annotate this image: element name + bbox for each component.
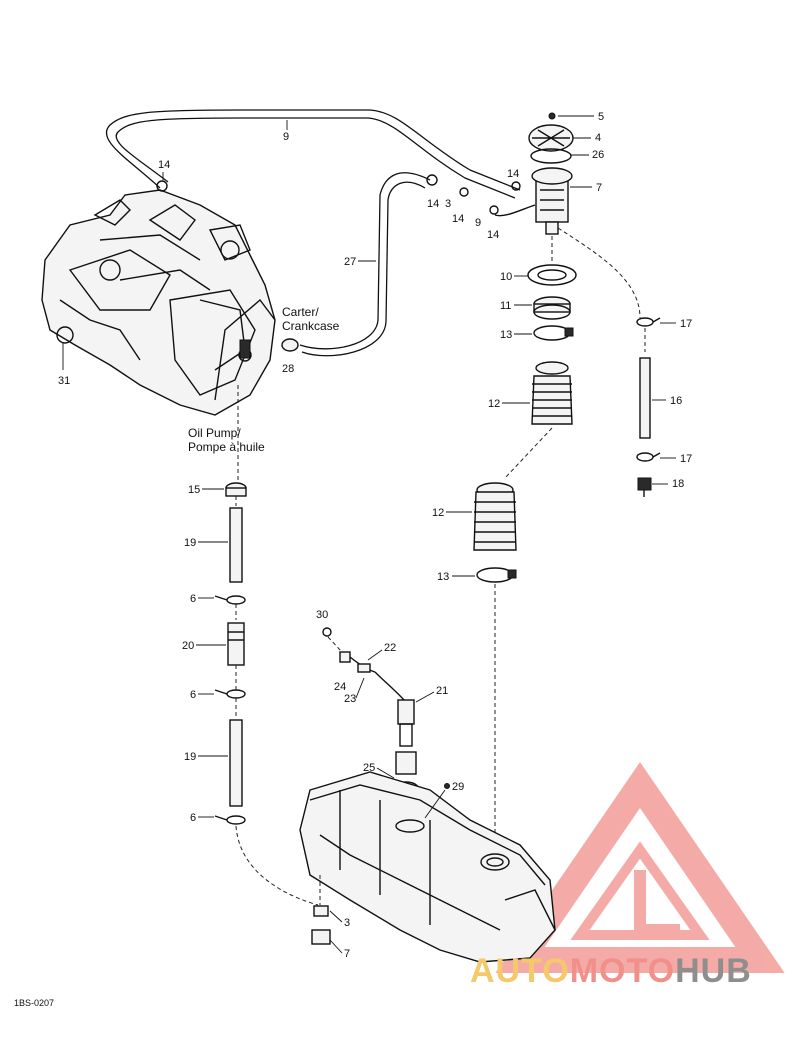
watermark-auto: AUTO [470, 952, 570, 990]
callout-3b: 3 [344, 917, 350, 929]
label-carter: Carter/ [282, 305, 319, 319]
level-sensor-assembly [322, 627, 419, 795]
watermark-logo [495, 762, 785, 973]
callout-14a: 14 [158, 159, 170, 171]
clamp-13-top [533, 325, 574, 341]
tank-outlet-fitting [311, 905, 331, 945]
callout-16: 16 [670, 395, 682, 407]
callout-26: 26 [592, 149, 604, 161]
vent-assembly [636, 317, 661, 497]
callout-11: 11 [500, 300, 511, 312]
callout-6c: 6 [190, 812, 196, 824]
callout-29: 29 [452, 781, 464, 793]
callout-19b: 19 [184, 751, 196, 763]
watermark-text: AUTOMOTOHUB [470, 952, 752, 991]
callout-23: 23 [344, 693, 356, 705]
callout-22: 22 [384, 642, 396, 654]
callout-31: 31 [58, 375, 70, 387]
callout-5a: 5 [598, 111, 604, 123]
watermark-moto: MOTO [569, 952, 676, 990]
callout-12b: 12 [432, 507, 444, 519]
clamp-13-bottom [476, 567, 517, 583]
callout-6b: 6 [190, 689, 196, 701]
oil-tank [299, 771, 556, 963]
callout-6a: 6 [190, 593, 196, 605]
callout-30: 30 [316, 609, 328, 621]
callout-13a: 13 [500, 329, 512, 341]
callout-12a: 12 [488, 398, 500, 410]
callout-24: 24 [334, 681, 346, 693]
label-crankcase: Crankcase [282, 319, 340, 333]
figure-code: 1BS-0207 [14, 998, 54, 1008]
clamp-14-left [156, 180, 168, 192]
callout-4: 4 [595, 132, 601, 144]
callout-9: 9 [283, 131, 289, 143]
callout-14c: 14 [452, 213, 464, 225]
callout-17a: 17 [680, 318, 692, 330]
callout-21: 21 [436, 685, 448, 697]
callout-13b: 13 [437, 571, 449, 583]
callout-14d: 14 [487, 229, 499, 241]
hose-9 [105, 109, 521, 191]
callout-10: 10 [500, 271, 512, 283]
callout-17b: 17 [680, 453, 692, 465]
label-pompe: Pompe à huile [188, 440, 265, 454]
callout-18: 18 [672, 478, 684, 490]
filler-neck-12-bottom [473, 482, 517, 551]
callout-20: 20 [182, 640, 194, 652]
callout-14e: 14 [507, 168, 519, 180]
label-oil-pump: Oil Pump/ [188, 426, 241, 440]
hose-27 [299, 172, 431, 350]
callout-15: 15 [188, 484, 200, 496]
callout-19a: 19 [184, 537, 196, 549]
callout-7a: 7 [596, 182, 602, 194]
callout-9b: 9 [475, 217, 481, 229]
fittings-cluster [426, 174, 536, 217]
callout-28: 28 [282, 363, 294, 375]
callout-3a: 3 [445, 198, 451, 210]
oil-line-column [214, 482, 247, 825]
callout-14b: 14 [427, 198, 439, 210]
gasket-10 [527, 264, 577, 286]
callout-25: 25 [363, 762, 375, 774]
callout-27: 27 [344, 256, 356, 268]
nut-11 [533, 296, 571, 320]
watermark-hub: HUB [675, 952, 752, 990]
callout-7b: 7 [344, 948, 350, 960]
filler-neck-12-top [531, 361, 573, 425]
tank-cap-assembly [528, 112, 574, 235]
engine-block [41, 189, 276, 416]
